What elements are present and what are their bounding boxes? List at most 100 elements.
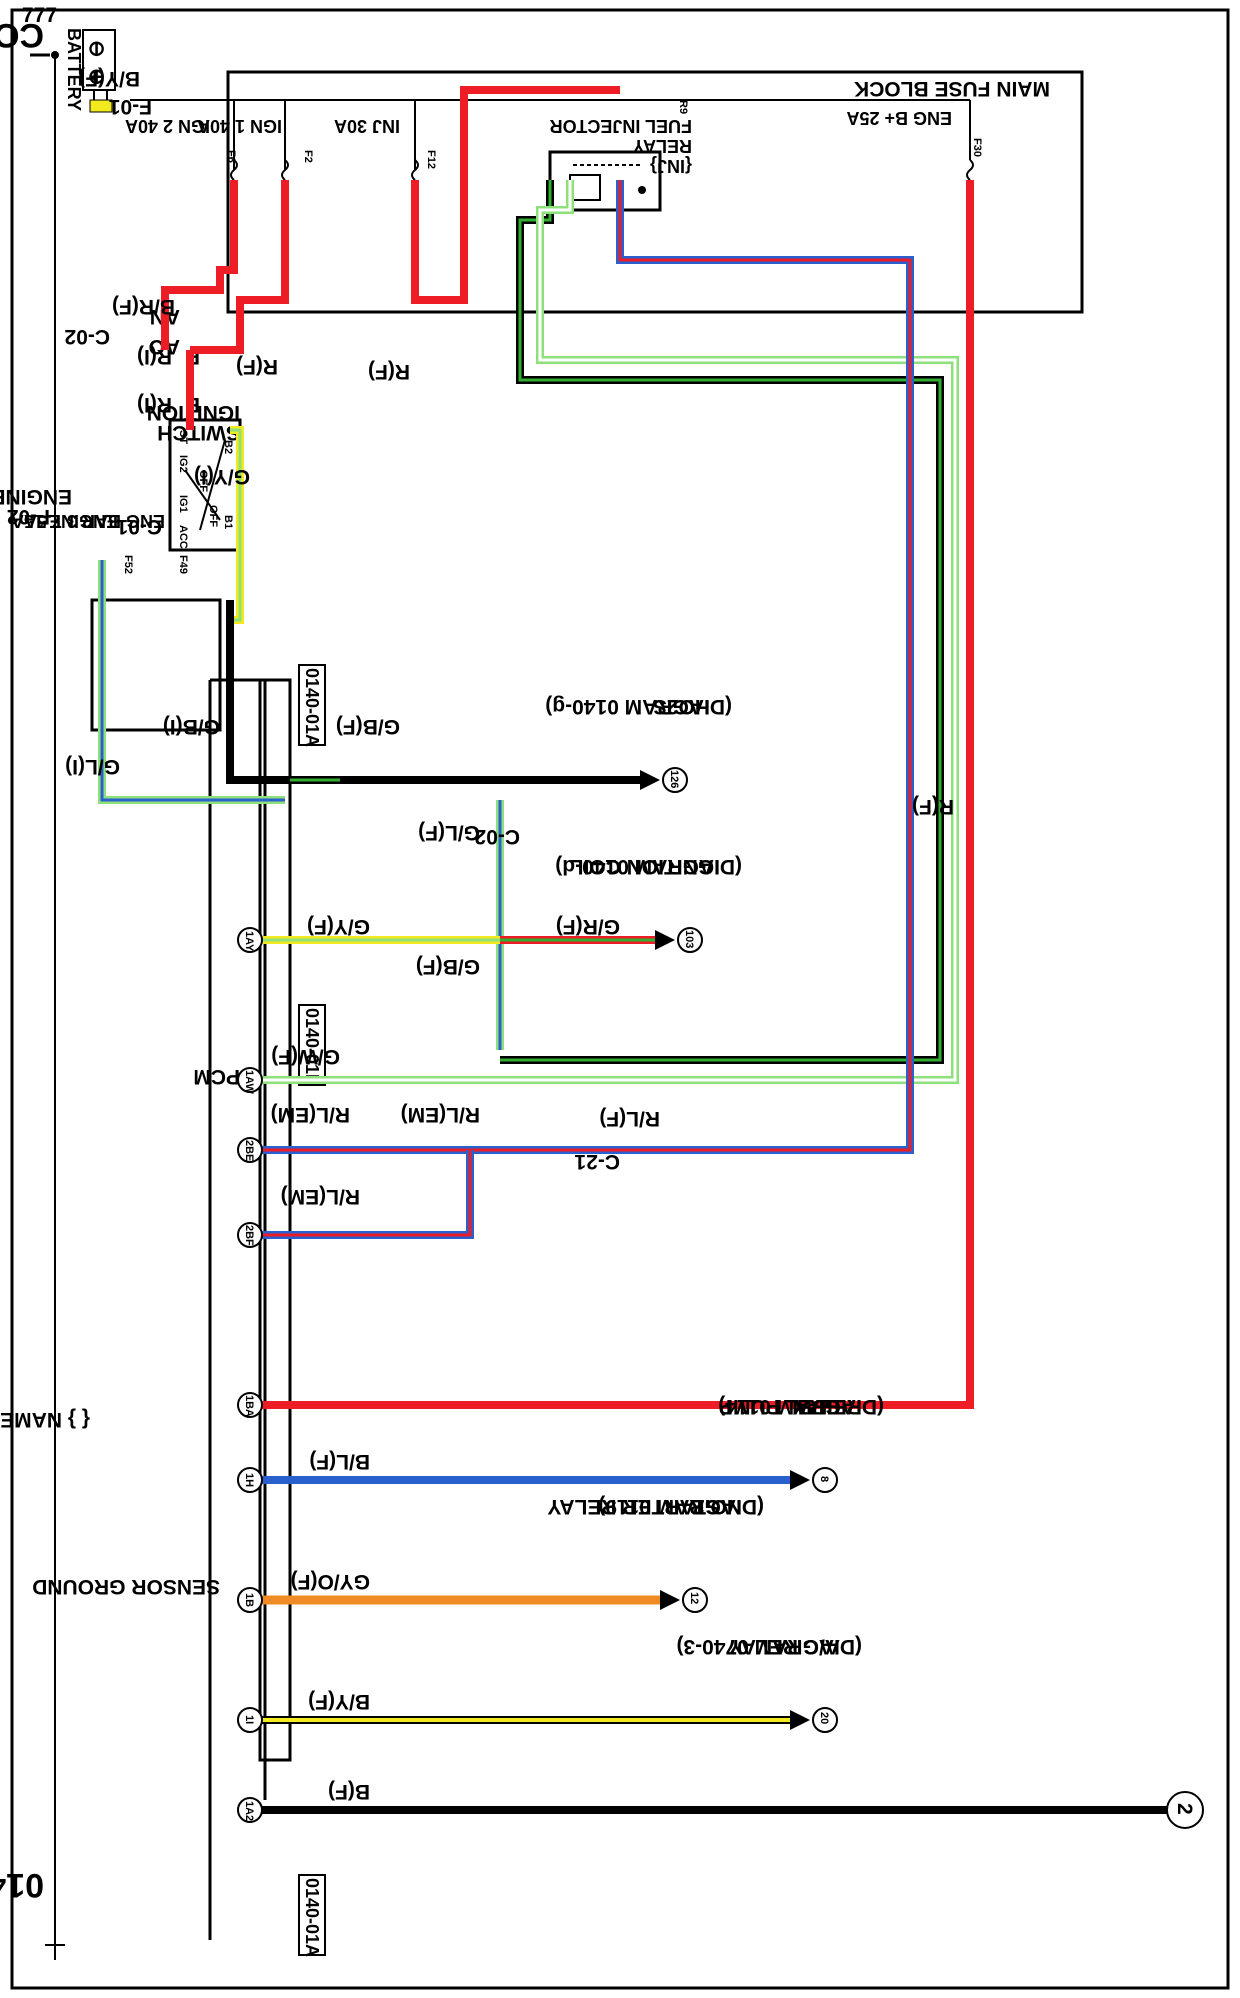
ground-symbol: 777 (22, 4, 57, 27)
wire-r-i-2: R(I) (137, 393, 172, 416)
main-fuse-block: MAIN FUSE BLOCK IGN 2 40A F6 IGN 1 40A F… (125, 70, 1084, 314)
wire-labels: B/R(F) R(F) R(I) R(I) R(F) G/Y(I) G/B(I)… (65, 295, 954, 1803)
dest-fuel-pump-relay-line1: FUEL PUMP (719, 1395, 840, 1418)
connector-f02: F-02 (7, 505, 50, 528)
pin-1i: 1I (243, 1715, 255, 1724)
ign-pos-off1: OFF (197, 470, 209, 492)
fuse-f49-id: F49 (177, 555, 189, 574)
dest-ignition-coil-pin: 103 (683, 930, 695, 948)
wire-r-f-eng: R(F) (912, 795, 954, 818)
wire-rl-f: R/L(F) (599, 1107, 660, 1130)
engine-fuse-block-label: ENGINE FUSE BLOCK (0, 485, 72, 508)
dest-fuel-pump-relay-pin: 8 (818, 1476, 830, 1482)
ground-2: 2 (1166, 1791, 1204, 1829)
connector-c21: C-21 (574, 1150, 620, 1173)
connector-c02-top: C-02 (64, 325, 110, 348)
diagram-id: 0140-a (0, 1866, 44, 1904)
wire-gyo-f: GY/O(F) (291, 1570, 370, 1593)
dest-starter-relay: 12 STARTER RELAY NO.2 (DIAGRAM 0119) (547, 1495, 764, 1613)
dest-ho2s-line1: HO2S (653, 695, 710, 718)
wire-gr-f: G/R(F) (556, 915, 620, 938)
fuse-f49-label: ENG BAR 3 7.5A (24, 511, 165, 531)
dest-starter-relay-line2: NO.2 (693, 1495, 742, 1518)
pin-2be: 2BE (243, 1140, 255, 1161)
pin-1a2: 1A2 (243, 1801, 255, 1821)
ign-switch-line2: SWITCH (157, 421, 240, 444)
relay-line1: FUEL INJECTOR (550, 116, 692, 136)
relay-line2: RELAY (633, 136, 692, 156)
dest-ignition-coil-line1: IGNITION COIL (571, 855, 721, 878)
ign-pos-ig1: IG1 (177, 495, 189, 513)
wire-r-f-ign: R(F) (236, 355, 278, 378)
dest-ac-relay-pin: 20 (818, 1712, 830, 1724)
wire-rl-em-3: R/L(EM) (281, 1185, 360, 1208)
destinations: 126 HO2S (DIAGRAM 0140-g) 103 IGNITION C… (545, 695, 884, 1733)
pcm-connector-a2: 0140-01A (302, 1878, 322, 1957)
fuse-f6-label: IGN 2 40A (125, 116, 210, 136)
connector-c01: C-01 (116, 515, 162, 538)
dest-fuel-pump-relay-line2: RELAY (793, 1395, 862, 1418)
pcm-connector-a: 0140-01A (302, 668, 322, 747)
wire-gl-f: G/L(F) (418, 821, 480, 844)
pin-1ay: 1AY (243, 931, 255, 952)
fuse-f2-label: IGN 1 40A (197, 116, 282, 136)
wire-gb-i: G/B(I) (163, 715, 220, 738)
ground-bus: 777 (22, 4, 65, 1960)
dest-starter-relay-pin: 12 (688, 1592, 700, 1604)
wire-rl-em-2: R/L(EM) (401, 1103, 480, 1126)
dest-fuel-pump-relay-line3: (DIAGRAM 0114) (718, 1395, 884, 1418)
wire-r-f-inj: R(F) (368, 360, 410, 383)
fuse-f52-label: ENGINE 15A (11, 511, 118, 531)
ign-pos-st: ST (177, 430, 189, 444)
dest-ac-relay: 20 A/C RELAY (DIAGRAM 0740-3) (676, 1635, 862, 1733)
wire-br-f: B/R(F) (112, 295, 175, 318)
relay-line3: {INJ} (650, 156, 692, 176)
fuse-f52-id: F52 (122, 555, 134, 574)
ign-pos-b1: B1 (222, 515, 234, 529)
ignition-switch: ST IG2 OFF B2 IG1 B1 OFF ACC IGNITION SW… (116, 305, 242, 552)
battery-minus: ⊖ (85, 40, 108, 58)
fuse-f2-id: F2 (302, 150, 314, 163)
wire-gy-i: G/Y(I) (194, 465, 250, 488)
pcm-sensor-ground: SENSOR GROUND (32, 1575, 220, 1598)
fuse-f6-id: F6 (225, 150, 237, 163)
battery: ⊖ ⊕ BATTERY B/Y(F) F-01 (64, 28, 152, 118)
pcm-pins: 1AY 1AW 2BE 2BF 1BA 1H 1B 1I 1A2 (237, 927, 263, 1823)
fuse-f12-label: INJ 30A (334, 116, 400, 136)
pin-1aw: 1AW (243, 1070, 255, 1094)
fuse-cover-note: { } NAME INDICATED ON FUSE BOX COVER (0, 1408, 90, 1431)
wire-gw-f: G/W(F) (271, 1045, 340, 1068)
wire-bl-f: B/L(F) (309, 1450, 370, 1473)
dest-ho2s-line2: (DIAGRAM 0140-g) (545, 695, 732, 718)
ign-pos-off2: OFF (207, 505, 219, 527)
ground-id: 2 (1173, 1803, 1196, 1815)
wire-gl-i: G/L(I) (65, 755, 120, 778)
ign-pos-b2: B2 (222, 440, 234, 454)
battery-plus: ⊕ (85, 68, 108, 86)
wire-gy-f: G/Y(F) (307, 915, 370, 938)
wire-gb-f-ho2s: G/B(F) (336, 715, 400, 738)
dest-starter-relay-line3: (DIAGRAM 0119) (598, 1495, 764, 1518)
connector-labels: C-02 C-02 C-21 (64, 325, 620, 1173)
title-text: CONTROL SYSTEM (0, 16, 44, 54)
dest-ignition-coil: 103 IGNITION COIL (DIAGRAM 0140-d) (555, 855, 742, 953)
outer-frame (10, 8, 1230, 1990)
pcm-connector-b: 0140-01B (302, 1008, 322, 1087)
pcm: PCM SENSOR GROUND 0140-01A 0140-01B 0140… (32, 664, 326, 1957)
dest-ignition-coil-line2: (DIAGRAM 0140-d) (555, 855, 742, 878)
wires (98, 86, 1170, 1814)
dest-ac-relay-line2: (DIAGRAM 0740-3) (676, 1635, 862, 1658)
pin-1ba: 1BA (243, 1395, 255, 1417)
dest-ac-relay-line1: A/C RELAY (729, 1635, 840, 1658)
ign-pos-ig2: IG2 (177, 455, 189, 473)
wire-by-f: B/Y(F) (308, 1690, 370, 1713)
dest-ho2s-pin: 126 (668, 770, 680, 788)
relay-id: R9 (677, 100, 689, 114)
pin-1h: 1H (243, 1473, 255, 1487)
battery-label: BATTERY (64, 28, 84, 111)
pin-1b: 1B (243, 1593, 255, 1607)
wire-gb-f: G/B(F) (416, 955, 480, 978)
dest-fuel-pump-relay: 8 FUEL PUMP RELAY (DIAGRAM 0114) (718, 1395, 884, 1493)
